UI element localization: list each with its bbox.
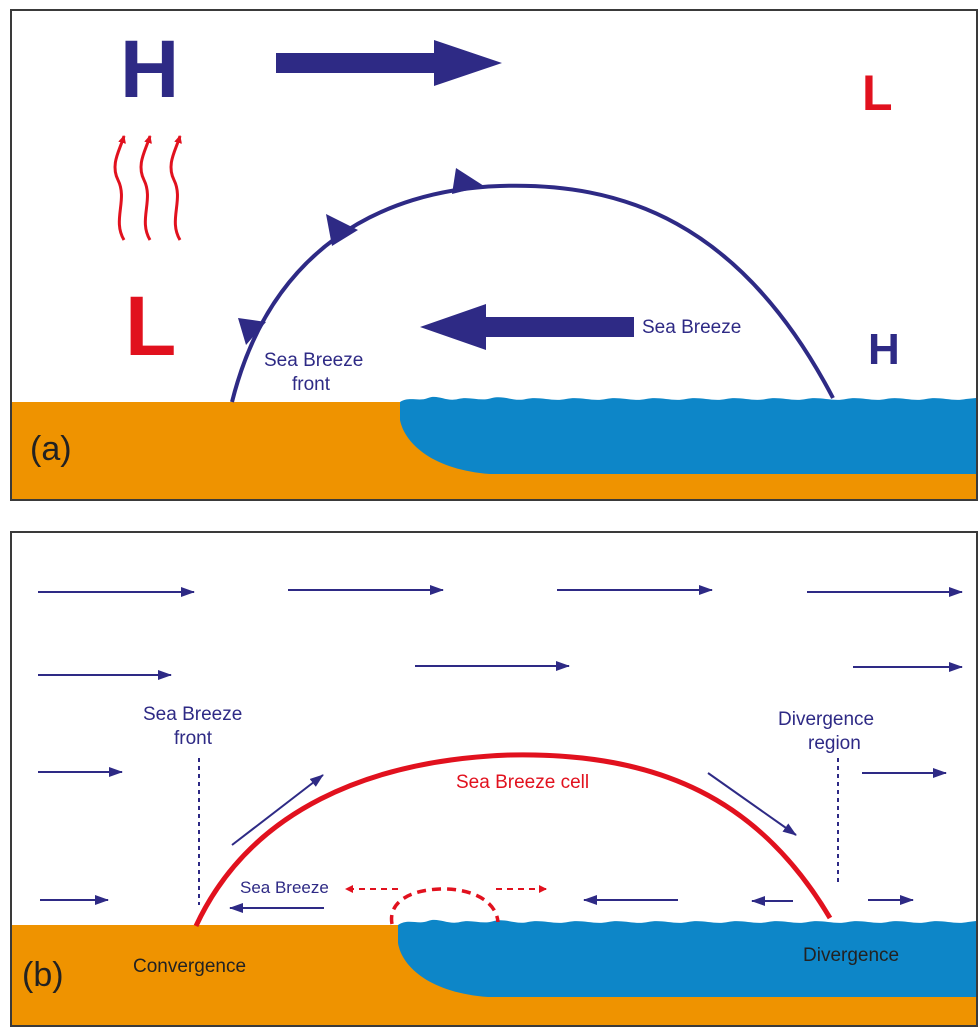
rising-air-arrows <box>113 135 182 241</box>
front-label-b-line1: Sea Breeze <box>143 704 242 725</box>
front-label-line2: front <box>292 374 331 395</box>
panel-b-label: (b) <box>22 956 64 994</box>
low-pressure-lower: L <box>125 279 176 373</box>
rising-flow-arrow <box>231 774 324 846</box>
convergence-label: Convergence <box>133 956 246 977</box>
front-label-b-line2: front <box>174 728 213 749</box>
sea-breeze-arrow-label: Sea Breeze <box>642 317 741 338</box>
panel-a: (a) H L L H Sea Breeze Sea Breeze front <box>10 9 978 501</box>
front-label-line1: Sea Breeze <box>264 350 363 371</box>
background-wind-arrows <box>38 585 963 905</box>
low-pressure-upper: L <box>862 65 893 121</box>
sinking-flow-arrow <box>707 772 797 836</box>
sea-b <box>398 919 976 997</box>
sea-breeze-low-label: Sea Breeze <box>240 878 329 897</box>
small-dashed-cell <box>389 887 500 925</box>
divergence-label: Divergence <box>803 945 899 966</box>
panel-b: (b) Sea Breeze front Divergence region S… <box>10 531 978 1027</box>
divergence-region-line2: region <box>808 733 861 754</box>
sea-a <box>400 396 976 474</box>
sea-breeze-low-arrows <box>229 895 914 913</box>
divergence-region-line1: Divergence <box>778 709 874 730</box>
upper-flow-arrow <box>276 40 502 86</box>
sea-breeze-cell-label: Sea Breeze cell <box>456 772 589 793</box>
cold-front-triangles <box>238 168 484 345</box>
sea-breeze-front-arc <box>230 183 835 403</box>
sea-breeze-arrow <box>420 304 634 350</box>
panel-a-label: (a) <box>30 430 72 468</box>
high-pressure-lower: H <box>868 325 900 374</box>
high-pressure-upper: H <box>120 24 179 115</box>
sea-breeze-cell-arc <box>193 752 833 928</box>
